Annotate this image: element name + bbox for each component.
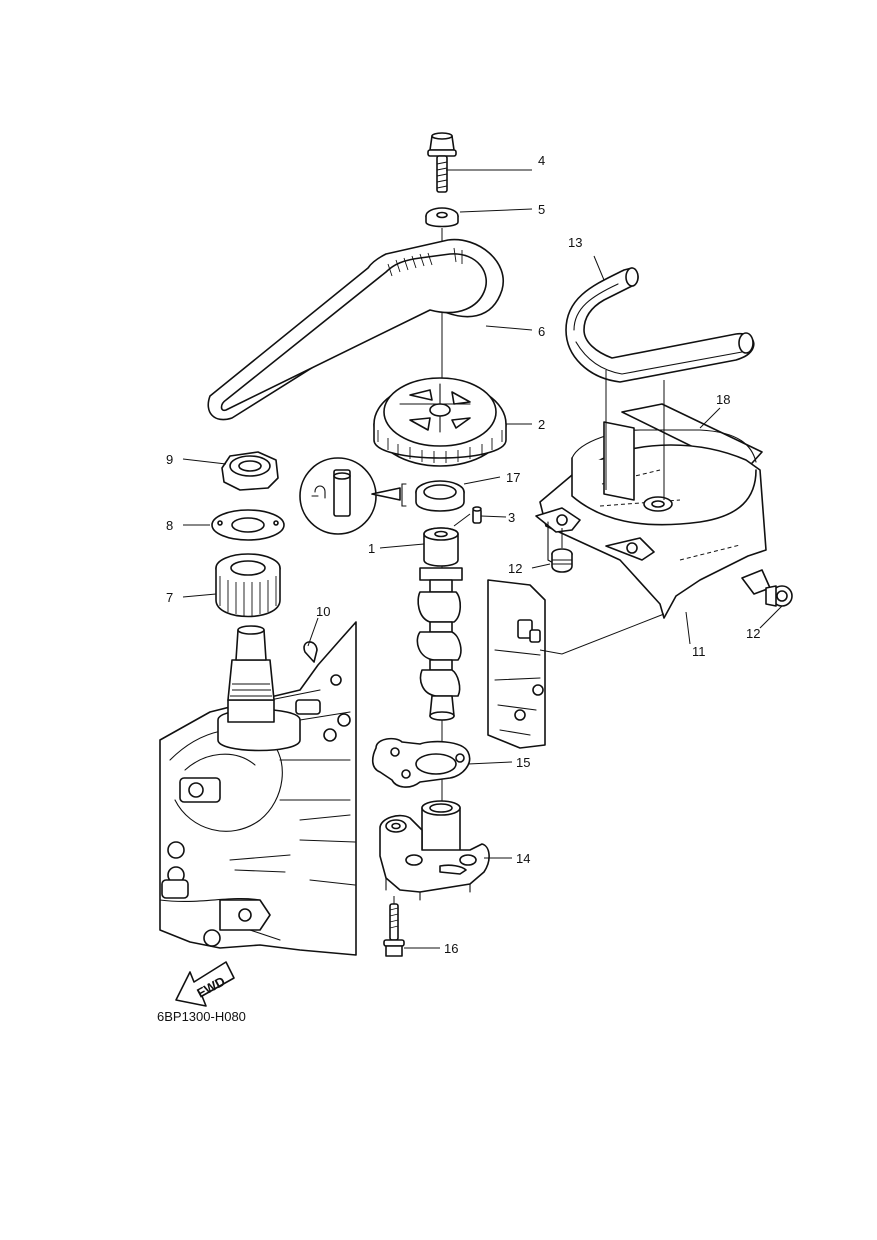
callout-4: 4 (538, 153, 545, 168)
dowel-pin-3 (472, 506, 482, 524)
plate-8 (211, 509, 285, 541)
callout-10: 10 (316, 604, 330, 619)
cam-pulley-2 (373, 377, 507, 467)
callout-numbers: 4 5 13 6 18 2 9 17 3 8 1 12 7 10 12 11 1… (166, 153, 760, 956)
bolt-4 (427, 132, 457, 193)
nut-9 (221, 451, 279, 491)
callout-13: 13 (568, 235, 582, 250)
callout-1: 1 (368, 541, 375, 556)
callout-5: 5 (538, 202, 545, 217)
oil-pump-14 (379, 800, 490, 901)
oil-seal-17 (415, 480, 465, 512)
guard-engine-line (539, 613, 665, 655)
figure-code: 6BP1300-H080 (157, 1009, 246, 1024)
callout-12-left: 12 (508, 561, 522, 576)
hose-connector-lines (605, 370, 665, 500)
callout-3: 3 (508, 510, 515, 525)
callout-6: 6 (538, 324, 545, 339)
washer-5 (425, 207, 459, 228)
engine-block-right (487, 579, 546, 749)
engine-block-left (159, 621, 357, 956)
callout-11: 11 (692, 644, 706, 659)
crank-pulley-7 (215, 553, 281, 618)
callout-leaders (182, 169, 783, 949)
callout-17: 17 (506, 470, 520, 485)
callout-18: 18 (716, 392, 730, 407)
grommet-12-left (551, 548, 573, 573)
callout-2: 2 (538, 417, 545, 432)
fwd-label: FWD (194, 973, 227, 1000)
callout-12-right: 12 (746, 626, 760, 641)
gasket-15 (371, 737, 471, 788)
callout-7: 7 (166, 590, 173, 605)
callout-16: 16 (444, 941, 458, 956)
fwd-direction-arrow: FWD (175, 961, 235, 1007)
callout-9: 9 (166, 452, 173, 467)
grease-detail-inset (299, 457, 407, 535)
grommet-12-right (765, 585, 793, 607)
crankshaft-end (217, 625, 301, 752)
hose-13 (565, 267, 755, 383)
callout-15: 15 (516, 755, 530, 770)
bolt-16 (383, 903, 405, 957)
woodruff-key-10 (303, 641, 318, 663)
timing-belt-6 (207, 238, 505, 421)
camshaft-1 (416, 527, 463, 721)
callout-14: 14 (516, 851, 530, 866)
belt-guard-11 (535, 421, 771, 619)
callout-8: 8 (166, 518, 173, 533)
